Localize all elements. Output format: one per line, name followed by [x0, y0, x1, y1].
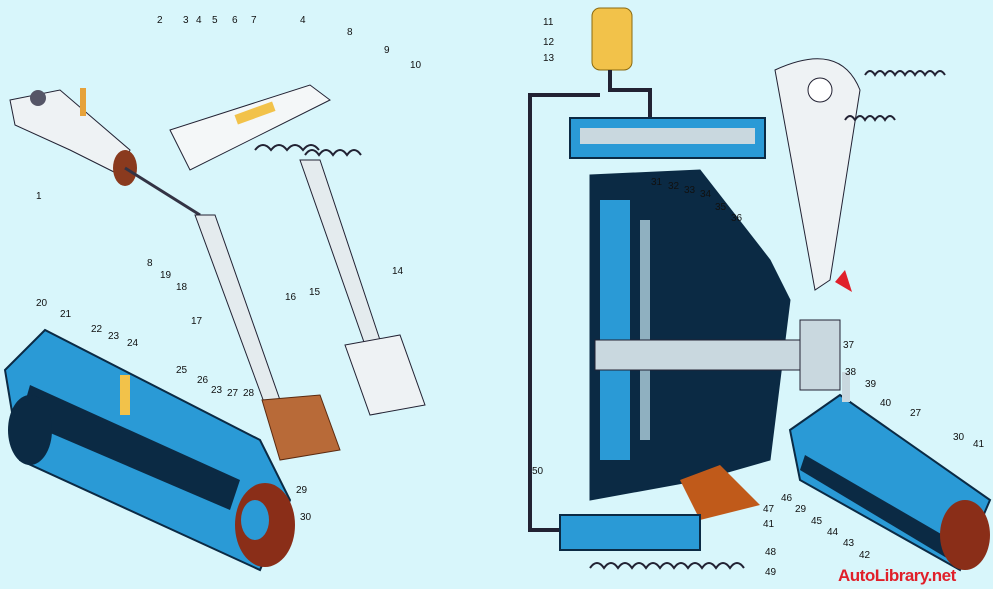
callout-label: 32: [668, 181, 680, 192]
callout-label: 49: [765, 567, 777, 578]
callout-label: 10: [410, 60, 422, 71]
fluid-reservoir: [591, 7, 652, 120]
callout-label: 48: [765, 547, 777, 558]
callout-label: 27: [910, 408, 922, 419]
callout-label: 24: [127, 338, 139, 349]
callout-label: 11: [543, 17, 554, 28]
callout-label: 44: [827, 527, 839, 538]
callout-label: 30: [300, 512, 312, 523]
brake-pedal: [299, 159, 426, 416]
master-cylinder-exterior: [9, 88, 201, 217]
callout-label: 45: [811, 516, 823, 527]
callout-label: 35: [715, 202, 727, 213]
master-cylinder-top-section: [569, 117, 766, 159]
clutch-pedal: [194, 214, 341, 461]
callout-label: 41: [763, 519, 775, 530]
pedal-lever-and-springs: [774, 58, 946, 292]
callout-label: 41: [973, 439, 985, 450]
callout-label: 12: [543, 37, 555, 48]
callout-label: 8: [147, 258, 153, 269]
callout-label: 43: [843, 538, 855, 549]
slave-cylinder-section: [788, 372, 992, 572]
callout-label: 6: [232, 15, 238, 26]
callout-label: 46: [781, 493, 793, 504]
clutch-housing-section: [589, 169, 841, 520]
red-arrow-icon: [835, 270, 852, 292]
callout-label: 4: [300, 15, 306, 26]
callout-label: 4: [196, 15, 202, 26]
callout-label: 33: [684, 185, 696, 196]
slave-cylinder-bottom-section: [559, 514, 745, 570]
callout-label: 30: [953, 432, 965, 443]
callout-label: 13: [543, 53, 555, 64]
callout-label: 29: [296, 485, 308, 496]
callout-label: 39: [865, 379, 877, 390]
callout-label: 9: [384, 45, 390, 56]
callout-label: 25: [176, 365, 188, 376]
callout-label: 26: [197, 375, 209, 386]
callout-label: 16: [285, 292, 297, 303]
callout-label: 50: [532, 466, 544, 477]
callout-label: 20: [36, 298, 48, 309]
callout-label: 7: [251, 15, 257, 26]
pipe-line: [528, 93, 600, 532]
callout-label: 36: [731, 213, 743, 224]
callout-label: 38: [845, 367, 857, 378]
callout-label: 28: [243, 388, 255, 399]
callout-label: 27: [227, 388, 239, 399]
callout-label: 40: [880, 398, 892, 409]
callout-label: 1: [36, 191, 42, 202]
callout-label: 37: [843, 340, 855, 351]
callout-label: 34: [700, 189, 712, 200]
callout-label: 42: [859, 550, 871, 561]
callout-label: 21: [60, 309, 72, 320]
callout-label: 19: [160, 270, 172, 281]
callout-label: 15: [309, 287, 321, 298]
watermark: AutoLibrary.net: [838, 566, 956, 585]
callout-label: 47: [763, 504, 775, 515]
callout-label: 3: [183, 15, 189, 26]
callout-label: 31: [651, 177, 663, 188]
callout-label: 17: [191, 316, 203, 327]
callout-label: 8: [347, 27, 353, 38]
callout-label: 23: [211, 385, 223, 396]
callout-label: 23: [108, 331, 120, 342]
callout-label: 18: [176, 282, 188, 293]
callout-label: 14: [392, 266, 404, 277]
callout-label: 22: [91, 324, 103, 335]
callout-label: 2: [157, 15, 163, 26]
pedal-bracket: [169, 84, 362, 171]
callout-label: 29: [795, 504, 807, 515]
master-cylinder-section: [3, 328, 295, 572]
callout-label: 5: [212, 15, 218, 26]
